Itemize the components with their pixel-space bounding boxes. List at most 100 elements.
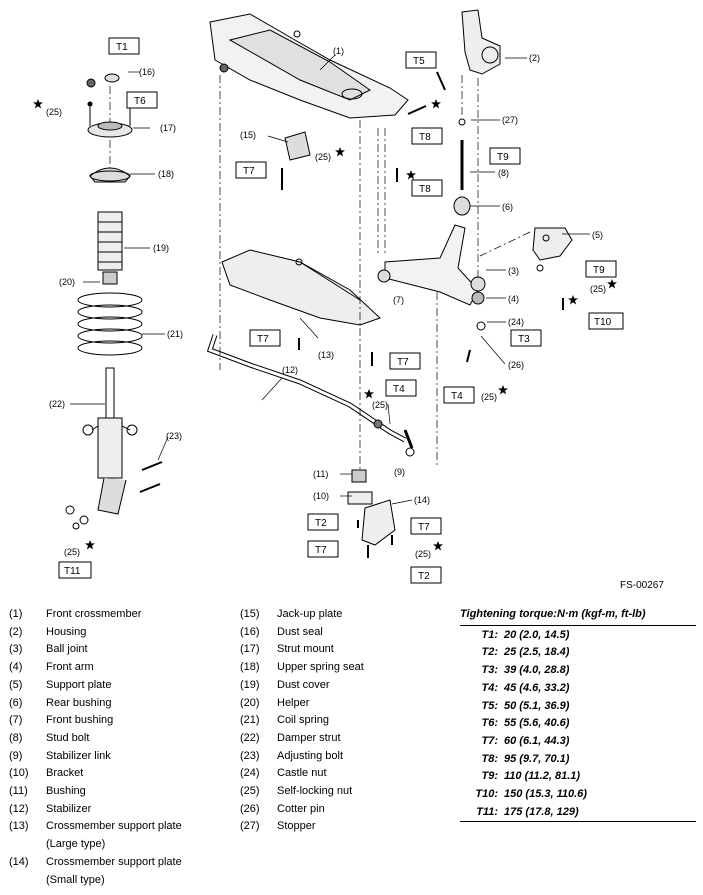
legend-item: (20) Helper: [240, 695, 440, 713]
svg-text:T9: T9: [593, 265, 605, 276]
callout-13: (13): [318, 350, 334, 360]
legend-item: (15)Jack-up plate: [240, 606, 440, 624]
legend-item: (8)Stud bolt: [9, 730, 229, 748]
callout-12: (12): [282, 365, 298, 375]
torque-row: T10:150 (15.3, 110.6): [460, 786, 696, 804]
torque-row: T7: 60 (6.1, 44.3): [460, 733, 696, 751]
legend-number: (9): [9, 749, 23, 762]
legend-item: (10)Bracket: [9, 765, 229, 783]
legend-item: (1)Front crossmember: [9, 606, 229, 624]
legend-item: (27)Stopper: [240, 818, 440, 836]
legend-item: (23)Adjusting bolt: [240, 748, 440, 766]
tbox-t5: T5: [405, 51, 437, 69]
legend-part-name: Helper: [277, 696, 310, 709]
legend-item: (19)Dust cover: [240, 677, 440, 695]
torque-value: 175 (17.8, 129): [504, 805, 579, 818]
legend-part-subtype: (Small type): [46, 873, 105, 886]
legend-part-name: Ball joint: [46, 643, 88, 656]
tbox-t9-support: T9: [585, 260, 617, 278]
torque-row: T8:95 (9.7, 70.1): [460, 751, 696, 769]
callout-25-crossmember: (25): [315, 152, 331, 162]
svg-text:T4: T4: [393, 384, 405, 395]
callout-18: (18): [158, 169, 174, 179]
callout-24: (24): [508, 317, 524, 327]
leader-lines: [70, 54, 590, 505]
legend-part-name: Stabilizer: [46, 802, 92, 815]
housing-part: [461, 9, 501, 75]
legend-item: (22)Damper strut: [240, 730, 440, 748]
legend-part-name: Coil spring: [277, 714, 329, 727]
callout-25-strut-top: (25): [46, 107, 62, 117]
legend-part-name: Bracket: [46, 767, 84, 780]
callout-15: (15): [240, 130, 256, 140]
legend-item: (11)Bushing: [9, 783, 229, 801]
strut-mount-part: [86, 78, 133, 138]
callout-27: (27): [502, 115, 518, 125]
suspension-exploded-diagram: (1) (2) (3) (4) (5) (6) (7) (8) (9) (10)…: [33, 9, 624, 584]
torque-row: T4:45 (4.6, 33.2): [460, 680, 696, 698]
torque-value: 20 (2.0, 14.5): [504, 628, 570, 641]
legend-number: (20): [240, 696, 260, 709]
torque-value: 45 (4.6, 33.2): [504, 681, 570, 694]
tbox-t1: T1: [108, 37, 140, 55]
legend-part-name: Damper strut: [277, 731, 341, 744]
torque-code: T7:: [481, 734, 499, 747]
torque-row: T5:50 (5.1, 36.9): [460, 698, 696, 716]
legend-number: (26): [240, 802, 260, 815]
stabilizer-link-part: [403, 429, 415, 457]
tbox-t11: T11: [58, 561, 92, 579]
torque-value: 50 (5.1, 36.9): [504, 699, 570, 712]
legend-item: (17)Strut mount: [240, 641, 440, 659]
legend-part-name: Dust seal: [277, 625, 323, 638]
tbox-t6: T6: [126, 91, 158, 109]
legend-number: (21): [240, 714, 260, 727]
callout-7: (7): [393, 295, 404, 305]
callout-17: (17): [160, 123, 176, 133]
tbox-t7-crossmember: T7: [235, 161, 267, 179]
legend-number: (23): [240, 749, 260, 762]
legend-part-name: Crossmember support plate: [46, 820, 182, 833]
legend-part-name: Front bushing: [46, 714, 114, 727]
legend-item: (16)Dust seal: [240, 624, 440, 642]
tbox-t7-small-plate: T7: [307, 540, 339, 558]
torque-code: T11:: [476, 805, 498, 818]
tbox-t10: T10: [588, 312, 624, 330]
legend-part-name: Crossmember support plate: [46, 855, 182, 868]
torque-value: 110 (11.2, 81.1): [504, 770, 581, 783]
legend-item: (9)Stabilizer link: [9, 748, 229, 766]
svg-text:T1: T1: [116, 42, 128, 53]
bushing-bracket-part: [347, 469, 373, 505]
torque-code: T6:: [481, 717, 499, 730]
torque-value: 60 (6.1, 44.3): [504, 734, 570, 747]
legend-number: (6): [9, 696, 23, 709]
tbox-t9-stud: T9: [489, 147, 521, 165]
legend-number: (7): [9, 714, 23, 727]
svg-text:T4: T4: [451, 391, 463, 402]
legend-part-name: Housing: [46, 625, 87, 638]
callout-21: (21): [167, 329, 183, 339]
dust-seal-part: [104, 73, 120, 83]
stud-bolt-part: [458, 118, 466, 190]
coil-spring-part: [77, 292, 143, 356]
legend-item: (7) Front bushing: [9, 712, 229, 730]
support-plate-part: [532, 227, 573, 272]
svg-text:T7: T7: [418, 522, 430, 533]
tbox-t7-bracket: T7: [410, 517, 442, 535]
damper-strut-part: [82, 367, 138, 515]
legend-item: (5)Support plate: [9, 677, 229, 695]
tbox-t8-top: T8: [411, 127, 443, 145]
callout-5: (5): [592, 230, 603, 240]
legend-item: (25)Self-locking nut: [240, 783, 440, 801]
callout-labels: (1) (2) (3) (4) (5) (6) (7) (8) (9) (10)…: [46, 46, 606, 559]
legend-number: (17): [240, 643, 260, 656]
callout-25-arm: (25): [481, 392, 497, 402]
torque-value: 55 (5.6, 40.6): [504, 717, 570, 730]
torque-value: 39 (4.0, 28.8): [504, 664, 570, 677]
callout-16: (16): [139, 67, 155, 77]
legend-number: (25): [240, 785, 260, 798]
ball-joint-part: [470, 276, 486, 305]
legend-number: (1): [9, 608, 23, 620]
torque-value: 95 (9.7, 70.1): [504, 752, 570, 765]
legend-part-name: Rear bushing: [46, 696, 112, 709]
legend-part-name: Stud bolt: [46, 731, 90, 744]
